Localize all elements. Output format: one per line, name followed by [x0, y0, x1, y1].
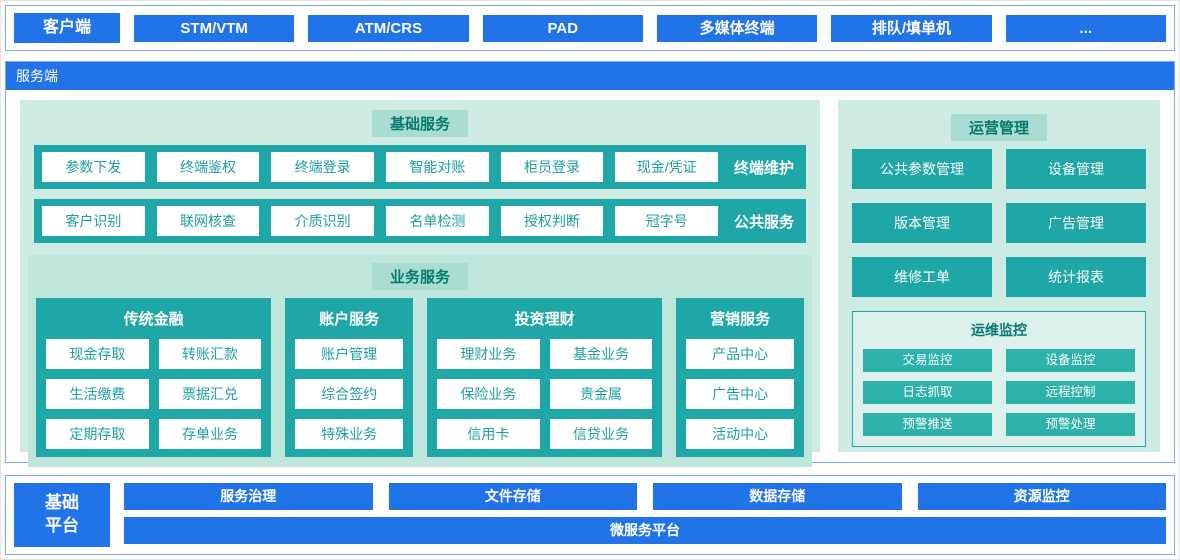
platform-label: 基础 平台 — [14, 483, 110, 547]
service-box: 现金存取 — [46, 339, 149, 369]
service-box: 账户管理 — [295, 339, 403, 369]
server-body: 基础服务 参数下发 终端鉴权 终端登录 智能对账 柜员登录 现金/凭证 终端维护… — [6, 90, 1174, 467]
client-item: 排队/填单机 — [831, 14, 992, 42]
service-box: 信贷业务 — [549, 419, 653, 449]
group-account-services: 账户服务 账户管理 综合签约 特殊业务 — [285, 298, 413, 457]
microservice-platform-bar: 微服务平台 — [124, 517, 1166, 544]
service-box: 参数下发 — [42, 152, 145, 182]
platform-section: 基础 平台 服务治理 文件存储 数据存储 资源监控 微服务平台 — [5, 475, 1175, 555]
service-box: 客户识别 — [42, 206, 145, 236]
monitoring-item: 设备监控 — [1006, 349, 1135, 372]
client-item: ATM/CRS — [308, 14, 469, 42]
operations-item: 版本管理 — [852, 203, 992, 243]
monitoring-item: 远程控制 — [1006, 381, 1135, 404]
service-box: 现金/凭证 — [615, 152, 719, 182]
basic-services-header: 基础服务 — [28, 110, 812, 137]
client-section: 客户端 STM/VTM ATM/CRS PAD 多媒体终端 排队/填单机 ... — [5, 5, 1175, 51]
operations-grid: 公共参数管理 设备管理 版本管理 广告管理 维修工单 统计报表 — [852, 149, 1146, 297]
service-box: 授权判断 — [500, 206, 604, 236]
service-box: 生活缴费 — [46, 379, 149, 409]
platform-body: 服务治理 文件存储 数据存储 资源监控 微服务平台 — [124, 483, 1166, 547]
business-services-header: 业务服务 — [36, 263, 804, 290]
group-marketing: 营销服务 产品中心 广告中心 活动中心 — [676, 298, 804, 457]
monitoring-title: 运维监控 — [971, 322, 1027, 338]
operations-title: 运营管理 — [950, 114, 1047, 141]
service-box: 终端鉴权 — [156, 152, 260, 182]
services-panel: 基础服务 参数下发 终端鉴权 终端登录 智能对账 柜员登录 现金/凭证 终端维护… — [20, 100, 820, 467]
service-box: 贵金属 — [549, 379, 653, 409]
service-box: 综合签约 — [295, 379, 403, 409]
platform-items: 服务治理 文件存储 数据存储 资源监控 — [124, 483, 1166, 510]
server-header: 服务端 — [6, 62, 1174, 90]
service-box: 存单业务 — [158, 419, 262, 449]
client-item-more: ... — [1005, 14, 1166, 42]
client-item: STM/VTM — [134, 14, 295, 42]
service-box: 定期存取 — [46, 419, 149, 449]
terminal-maintenance-row: 参数下发 终端鉴权 终端登录 智能对账 柜员登录 现金/凭证 终端维护 — [34, 145, 806, 189]
group-traditional-finance: 传统金融 现金存取 转账汇款 生活缴费 票据汇兑 定期存取 存单业务 — [36, 298, 272, 457]
monitoring-item: 日志抓取 — [863, 381, 992, 404]
client-items: STM/VTM ATM/CRS PAD 多媒体终端 排队/填单机 ... — [134, 14, 1166, 42]
group-investment: 投资理财 理财业务 基金业务 保险业务 贵金属 信用卡 信贷业务 — [427, 298, 663, 457]
client-item: 多媒体终端 — [656, 14, 818, 42]
operations-header: 运营管理 — [850, 114, 1148, 141]
client-label: 客户端 — [14, 13, 120, 43]
monitoring-item: 预警推送 — [863, 413, 992, 436]
service-box: 基金业务 — [549, 339, 653, 369]
service-box: 保险业务 — [437, 379, 540, 409]
service-box: 特殊业务 — [295, 419, 403, 449]
monitoring-item: 预警处理 — [1006, 413, 1135, 436]
platform-item: 文件存储 — [388, 483, 637, 510]
business-services-title: 业务服务 — [371, 263, 468, 290]
operations-item: 维修工单 — [852, 257, 992, 297]
monitoring-grid: 交易监控 设备监控 日志抓取 远程控制 预警推送 预警处理 — [863, 349, 1135, 436]
operations-item: 公共参数管理 — [852, 149, 992, 189]
business-services: 业务服务 传统金融 现金存取 转账汇款 生活缴费 票据汇兑 定期存取 存单业务 — [28, 255, 812, 467]
service-box: 产品中心 — [686, 339, 794, 369]
server-section: 服务端 基础服务 参数下发 终端鉴权 终端登录 智能对账 柜员登录 现金/凭证 … — [5, 61, 1175, 467]
service-box: 信用卡 — [437, 419, 540, 449]
row-label-terminal-maintenance: 终端维护 — [734, 159, 795, 177]
service-box: 联网核查 — [156, 206, 260, 236]
service-box: 介质识别 — [271, 206, 375, 236]
business-groups: 传统金融 现金存取 转账汇款 生活缴费 票据汇兑 定期存取 存单业务 — [36, 298, 804, 457]
monitoring-panel: 运维监控 交易监控 设备监控 日志抓取 远程控制 预警推送 预警处理 — [852, 311, 1146, 447]
service-box: 智能对账 — [386, 152, 489, 182]
platform-item: 数据存储 — [653, 483, 902, 510]
service-box: 活动中心 — [686, 419, 794, 449]
service-box: 广告中心 — [686, 379, 794, 409]
platform-item: 资源监控 — [917, 483, 1166, 510]
operations-panel: 运营管理 公共参数管理 设备管理 版本管理 广告管理 维修工单 统计报表 运维监… — [838, 100, 1160, 452]
service-box: 柜员登录 — [500, 152, 604, 182]
service-box: 理财业务 — [437, 339, 540, 369]
public-services-row: 客户识别 联网核查 介质识别 名单检测 授权判断 冠字号 公共服务 — [34, 199, 806, 243]
service-box: 转账汇款 — [158, 339, 262, 369]
operations-item: 统计报表 — [1006, 257, 1146, 297]
monitoring-item: 交易监控 — [863, 349, 992, 372]
operations-item: 设备管理 — [1006, 149, 1146, 189]
service-box: 冠字号 — [615, 206, 719, 236]
service-box: 终端登录 — [271, 152, 375, 182]
client-item: PAD — [482, 14, 643, 42]
platform-item: 服务治理 — [124, 483, 373, 510]
basic-services-title: 基础服务 — [371, 110, 468, 137]
service-box: 票据汇兑 — [158, 379, 262, 409]
row-label-public-services: 公共服务 — [734, 213, 795, 231]
operations-item: 广告管理 — [1006, 203, 1146, 243]
service-box: 名单检测 — [386, 206, 489, 236]
